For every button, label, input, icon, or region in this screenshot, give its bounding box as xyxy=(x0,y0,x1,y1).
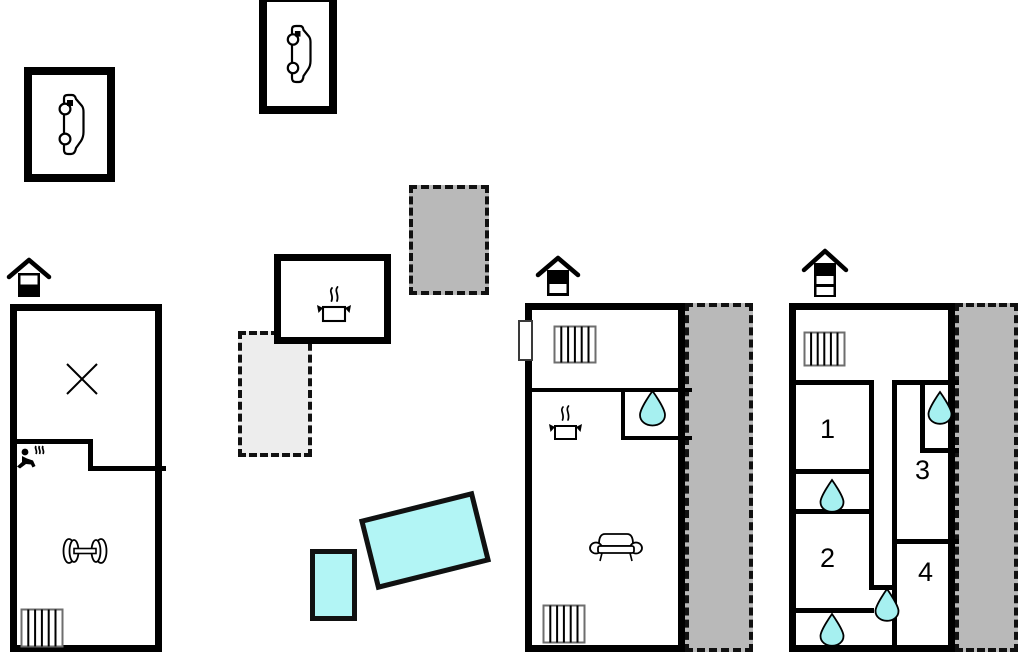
interior-wall-top-right xyxy=(892,380,959,385)
terrace-upper xyxy=(409,185,489,295)
bedroom-4-label: 4 xyxy=(918,557,934,587)
hall-wall-right xyxy=(892,380,897,650)
stairs-icon xyxy=(803,331,846,367)
pool-small xyxy=(310,549,357,621)
parking-space-2 xyxy=(259,0,337,114)
interior-wall-horizontal-b xyxy=(88,466,166,471)
interior-wall-horizontal-a xyxy=(10,439,88,444)
pool-large xyxy=(358,490,492,591)
ground-floor-plan xyxy=(525,303,692,652)
lower-floor-plan xyxy=(10,304,166,652)
kitchen-callout xyxy=(274,254,391,344)
interior-wall-vertical-a xyxy=(88,439,93,471)
car-icon xyxy=(57,93,85,155)
bathroom-icon-1 xyxy=(819,478,845,513)
living-room-icon xyxy=(589,533,643,562)
car-icon xyxy=(286,24,312,84)
stairs-icon xyxy=(553,325,597,364)
bath-box-wall-horizontal xyxy=(920,448,959,453)
interior-wall-bed3-bed4 xyxy=(892,539,959,544)
interior-wall-bed2-bath xyxy=(789,608,874,613)
cooking-pot-icon xyxy=(317,286,351,323)
parking-space-1 xyxy=(24,67,115,182)
fitness-icon xyxy=(62,538,108,564)
house-lower-level-icon xyxy=(6,257,52,297)
stairs-icon-2 xyxy=(542,604,586,644)
upper-floor-terrace xyxy=(955,303,1018,652)
sauna-icon xyxy=(17,445,45,469)
interior-wall-horizontal-bath xyxy=(621,436,692,440)
not-available-icon xyxy=(66,363,98,395)
hall-wall-left xyxy=(869,380,874,589)
ground-floor-terrace xyxy=(685,303,753,652)
bathroom-icon-3 xyxy=(874,587,900,622)
bedroom-3-label: 3 xyxy=(915,455,931,485)
interior-wall-horizontal-1 xyxy=(525,388,692,392)
terrace-lower xyxy=(238,331,312,457)
interior-wall-vertical-bath xyxy=(621,388,625,440)
house-upper-level-icon xyxy=(801,248,849,297)
hall-bath-wall-top xyxy=(869,585,897,590)
stairs-icon xyxy=(20,608,64,648)
cooking-pot-icon xyxy=(549,405,582,440)
bathroom-icon-2 xyxy=(927,390,953,425)
bath-box-wall-vertical xyxy=(920,380,925,453)
bedroom-2-label: 2 xyxy=(820,543,836,573)
bedroom-1-label: 1 xyxy=(820,414,836,444)
house-ground-level-icon xyxy=(535,255,581,296)
interior-wall-bed1-bath xyxy=(789,469,874,474)
exterior-window xyxy=(518,320,533,361)
bathroom-icon-4 xyxy=(819,612,845,647)
interior-wall-top-left xyxy=(789,380,874,385)
bathroom-icon xyxy=(639,389,666,427)
